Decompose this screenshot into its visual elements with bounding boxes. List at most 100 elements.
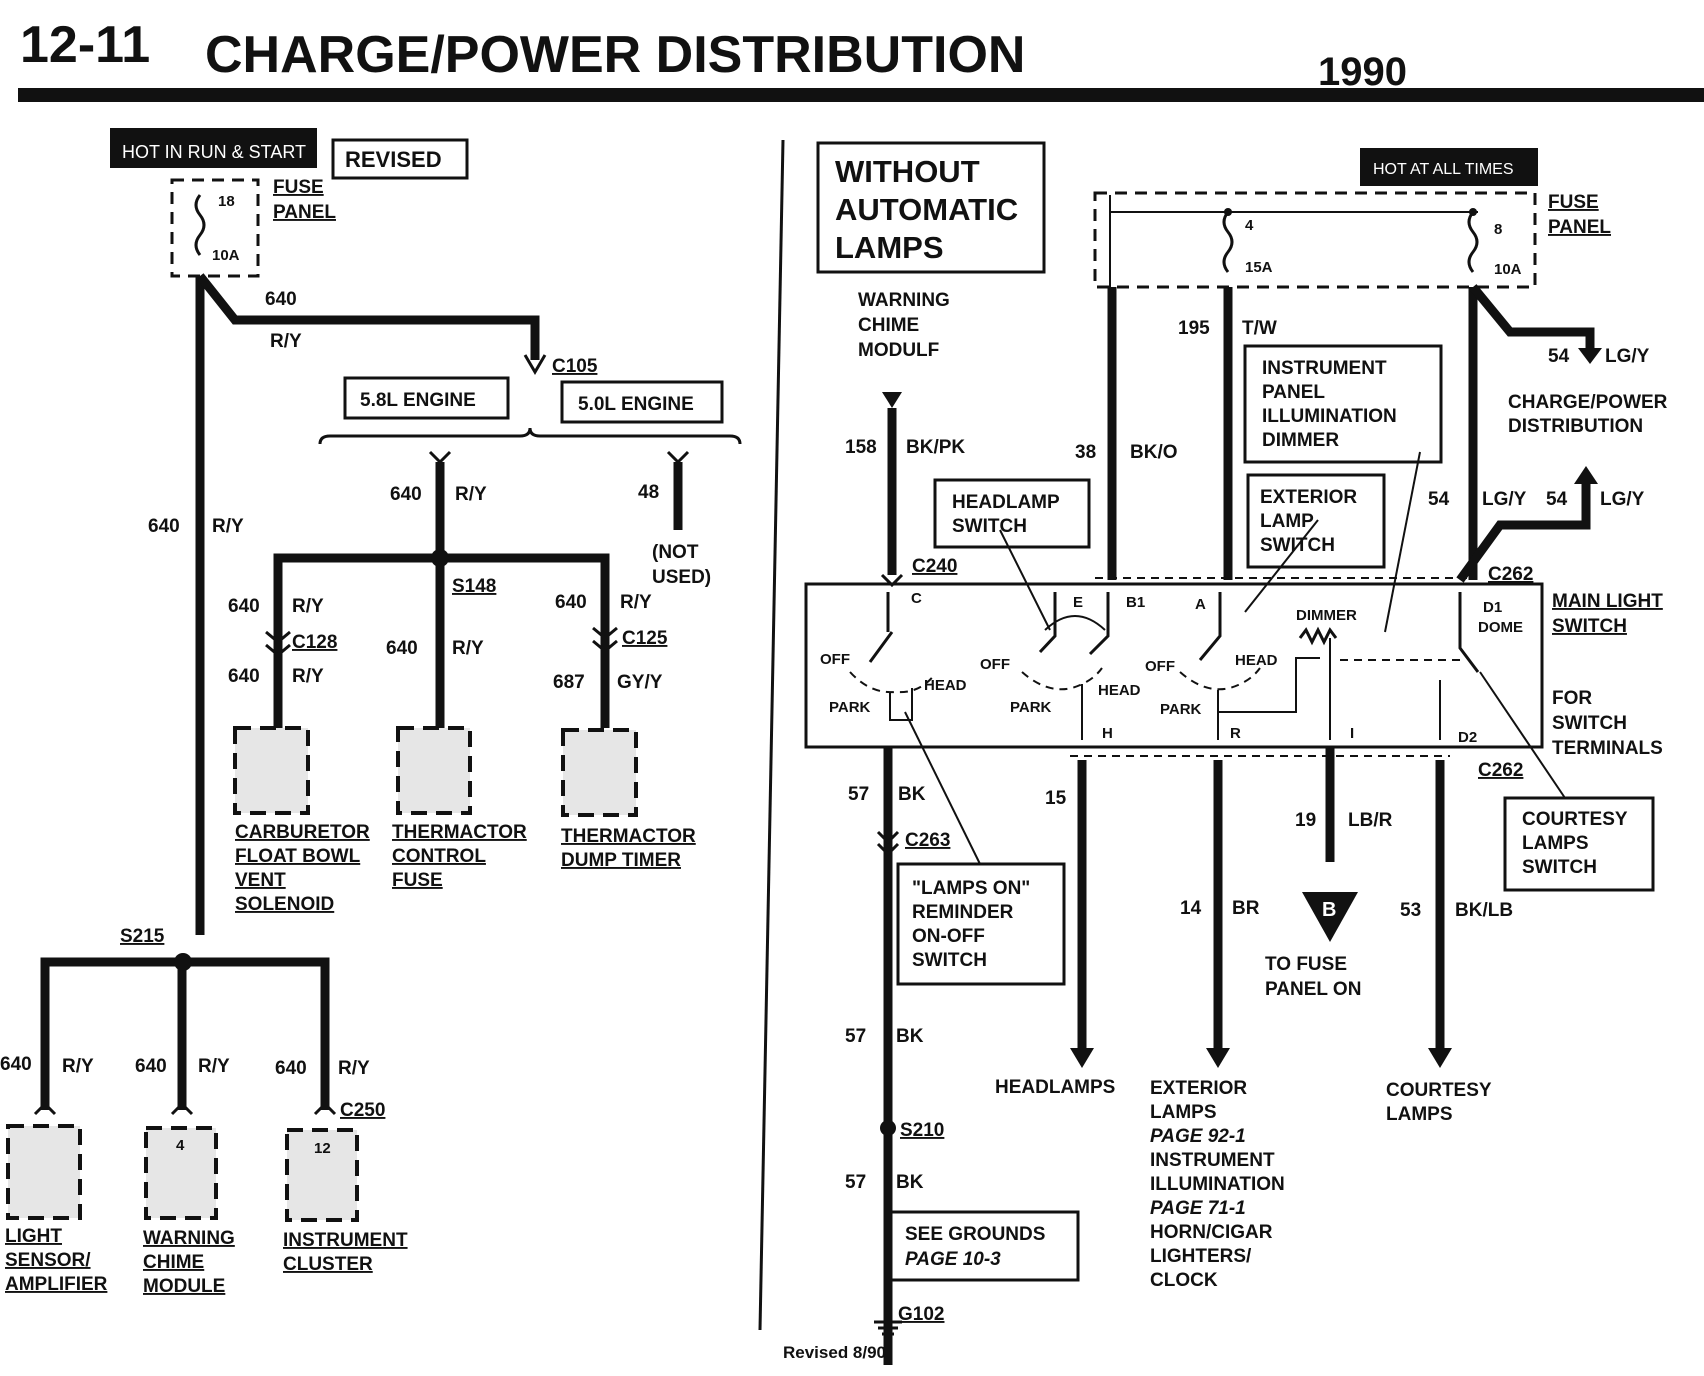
warning-chime-module-label: MODULF — [858, 340, 939, 361]
terminal-label: H — [1102, 725, 1113, 742]
to-fuse-panel-label: PANEL ON — [1265, 979, 1361, 1000]
thermactor-dump-label: DUMP TIMER — [561, 850, 681, 871]
carburetor-label: FLOAT BOWL — [235, 846, 361, 867]
connector-icon — [666, 450, 690, 465]
ip-dimmer-label: ILLUMINATION — [1262, 406, 1397, 427]
wire-number: 640 — [148, 516, 180, 537]
exterior-lamps-label: PAGE 71-1 — [1150, 1198, 1246, 1219]
without-auto-label: LAMPS — [835, 230, 944, 265]
headlamp-switch-box — [933, 478, 1091, 549]
header-rule — [18, 88, 1704, 102]
wire-color: R/Y — [620, 592, 652, 613]
switch-c-link — [889, 688, 913, 721]
switch-position-label: HEAD — [1098, 682, 1141, 699]
wire-number: 53 — [1400, 900, 1421, 921]
ground-icon — [874, 1320, 902, 1336]
light-sensor-label: LIGHT — [5, 1226, 62, 1247]
right-circuit: WITHOUT AUTOMATIC LAMPS HOT AT ALL TIMES… — [804, 141, 1668, 1365]
revised-text: REVISED — [345, 147, 442, 172]
carburetor-label: SOLENOID — [235, 894, 334, 915]
terminal-label: D1 — [1483, 599, 1502, 616]
fuse-panel-label: PANEL — [273, 202, 336, 223]
courtesy-lamps-label: LAMPS — [1386, 1104, 1453, 1125]
switch-terminals-label: TERMINALS — [1552, 738, 1663, 759]
leader-line — [904, 711, 981, 865]
exterior-lamps-label: CLOCK — [1150, 1270, 1218, 1291]
exterior-lamps-label: ILLUMINATION — [1150, 1174, 1285, 1195]
thermactor-dump-timer-component — [561, 728, 638, 817]
arrow-down-icon — [882, 392, 902, 408]
warning-chime-label: CHIME — [143, 1252, 204, 1273]
g102-label: G102 — [898, 1304, 944, 1325]
switch-position-label: HEAD — [1235, 652, 1278, 669]
courtesy-lamps-label: COURTESY — [1386, 1080, 1492, 1101]
exterior-lamp-switch-label: LAMP — [1260, 511, 1314, 532]
wire-color: R/Y — [292, 666, 324, 687]
switch-c-arc — [849, 671, 936, 694]
warning-chime-component — [144, 1126, 218, 1220]
connector-icon — [33, 1101, 57, 1116]
exterior-lamps-label: PAGE 92-1 — [1150, 1126, 1246, 1147]
carburetor-label: CARBURETOR — [235, 822, 370, 843]
terminal-label: B1 — [1126, 594, 1145, 611]
arrow-down-icon — [1578, 348, 1602, 364]
warning-chime-module-label: CHIME — [858, 315, 919, 336]
wire-number: 48 — [638, 482, 659, 503]
terminal-label: A — [1195, 596, 1206, 613]
lamps-on-box — [896, 862, 1066, 986]
courtesy-switch-label: LAMPS — [1522, 833, 1589, 854]
leader-line — [999, 529, 1051, 631]
wire-color: LG/Y — [1482, 489, 1527, 510]
c105-label: C105 — [552, 356, 598, 377]
wire-number: 15 — [1045, 788, 1067, 809]
wire-number: 640 — [228, 666, 260, 687]
terminal-label: E — [1073, 594, 1083, 611]
without-auto-label: WITHOUT — [835, 154, 980, 189]
switch-e-b1-link — [1044, 615, 1106, 631]
exterior-lamp-switch-box — [1246, 473, 1386, 569]
fuse-4-icon — [1222, 211, 1234, 273]
b-marker-label: B — [1322, 899, 1336, 921]
engine-58-label: 5.8L ENGINE — [360, 390, 476, 411]
fuse-4-number: 4 — [1245, 217, 1254, 234]
s210-label: S210 — [900, 1120, 944, 1141]
main-light-switch-box — [804, 582, 1544, 749]
wire-color: BR — [1232, 898, 1260, 919]
fuse-4-rating: 15A — [1245, 259, 1273, 276]
wire-number: 19 — [1295, 810, 1316, 831]
exterior-lamp-switch-label: EXTERIOR — [1260, 487, 1357, 508]
ip-dimmer-label: INSTRUMENT — [1262, 358, 1387, 379]
engine-58-box — [343, 376, 510, 420]
fuse-8-rating: 10A — [1494, 261, 1522, 278]
exterior-lamps-label: LAMPS — [1150, 1102, 1217, 1123]
connector-icon — [313, 1101, 337, 1116]
headlamp-switch-label: SWITCH — [952, 516, 1027, 537]
see-grounds-label: SEE GROUNDS — [905, 1224, 1045, 1245]
dimmer-label: DIMMER — [1296, 607, 1357, 624]
exterior-lamps-label: LIGHTERS/ — [1150, 1246, 1252, 1267]
carburetor-label: VENT — [235, 870, 286, 891]
not-used-label: (NOT — [652, 542, 699, 563]
thermactor-fuse-label: FUSE — [392, 870, 443, 891]
thermactor-fuse-label: THERMACTOR — [392, 822, 527, 843]
switch-e-b1-arm — [1038, 592, 1110, 656]
wire-color: LB/R — [1348, 810, 1393, 831]
terminal-label: I — [1350, 725, 1354, 742]
wire-color: BK — [896, 1026, 924, 1047]
wire-number: 640 — [135, 1056, 167, 1077]
ip-dimmer-label: PANEL — [1262, 382, 1325, 403]
wire-color: R/Y — [62, 1056, 94, 1077]
c128-connector-icon — [265, 630, 291, 657]
revised-badge — [331, 138, 469, 180]
c262-top-label: C262 — [1488, 564, 1533, 585]
fuse-18-rating: 10A — [212, 247, 240, 264]
fuse-panel-label: FUSE — [273, 177, 324, 198]
switch-r-link — [1217, 657, 1320, 740]
thermactor-fuse-component — [396, 726, 472, 815]
dimmer-resistor-icon — [1298, 626, 1338, 646]
leader-line — [1479, 671, 1566, 799]
wire-number: 14 — [1180, 898, 1202, 919]
fuse-8-icon — [1467, 211, 1479, 273]
switch-terminals-label: SWITCH — [1552, 713, 1627, 734]
